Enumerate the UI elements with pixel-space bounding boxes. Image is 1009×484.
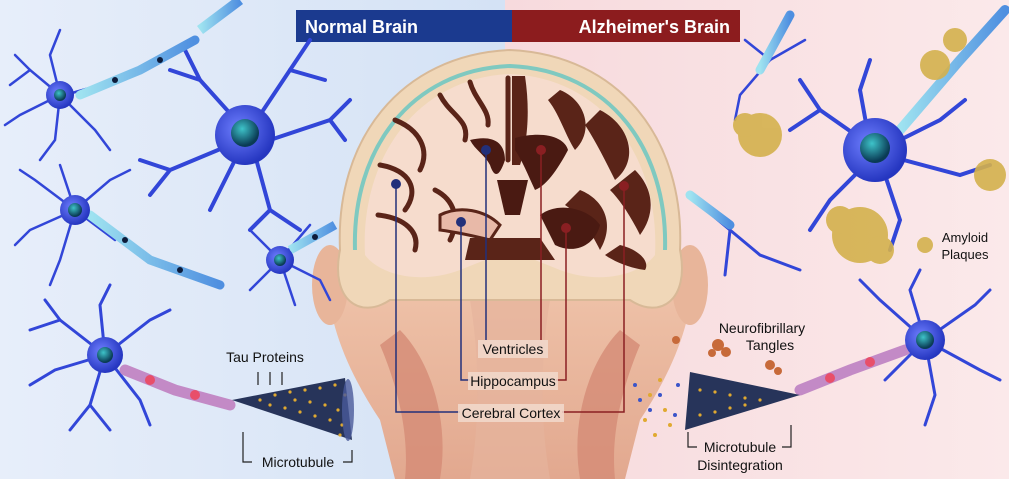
cerebral-cortex-label: Cerebral Cortex: [462, 405, 561, 421]
alzheimer-brain-title: Alzheimer's Brain: [579, 17, 730, 37]
microtubule-label: Microtubule: [262, 454, 335, 470]
header-alzheimer: Alzheimer's Brain: [512, 10, 740, 42]
ventricles-label: Ventricles: [483, 341, 544, 357]
tau-proteins-label: Tau Proteins: [226, 349, 304, 365]
disintegration-label-line1: Microtubule: [704, 439, 777, 455]
neurofibrillary-label-line1: Neurofibrillary: [719, 320, 805, 336]
hippocampus-label: Hippocampus: [470, 373, 556, 389]
amyloid-label-line1: Amyloid: [942, 230, 988, 245]
normal-ventricle-marker: [481, 145, 491, 155]
amyloid-label-line2: Plaques: [942, 247, 989, 262]
alzheimer-hippocampus-marker: [561, 223, 571, 233]
neurofibrillary-label-line2: Tangles: [746, 337, 794, 353]
alzheimer-cortex-marker: [619, 181, 629, 191]
normal-brain-title: Normal Brain: [305, 17, 418, 37]
normal-hippocampus-marker: [456, 217, 466, 227]
alzheimer-ventricle-marker: [536, 145, 546, 155]
disintegration-label-line2: Disintegration: [697, 457, 783, 473]
header-normal: Normal Brain: [296, 10, 512, 42]
normal-cortex-marker: [391, 179, 401, 189]
